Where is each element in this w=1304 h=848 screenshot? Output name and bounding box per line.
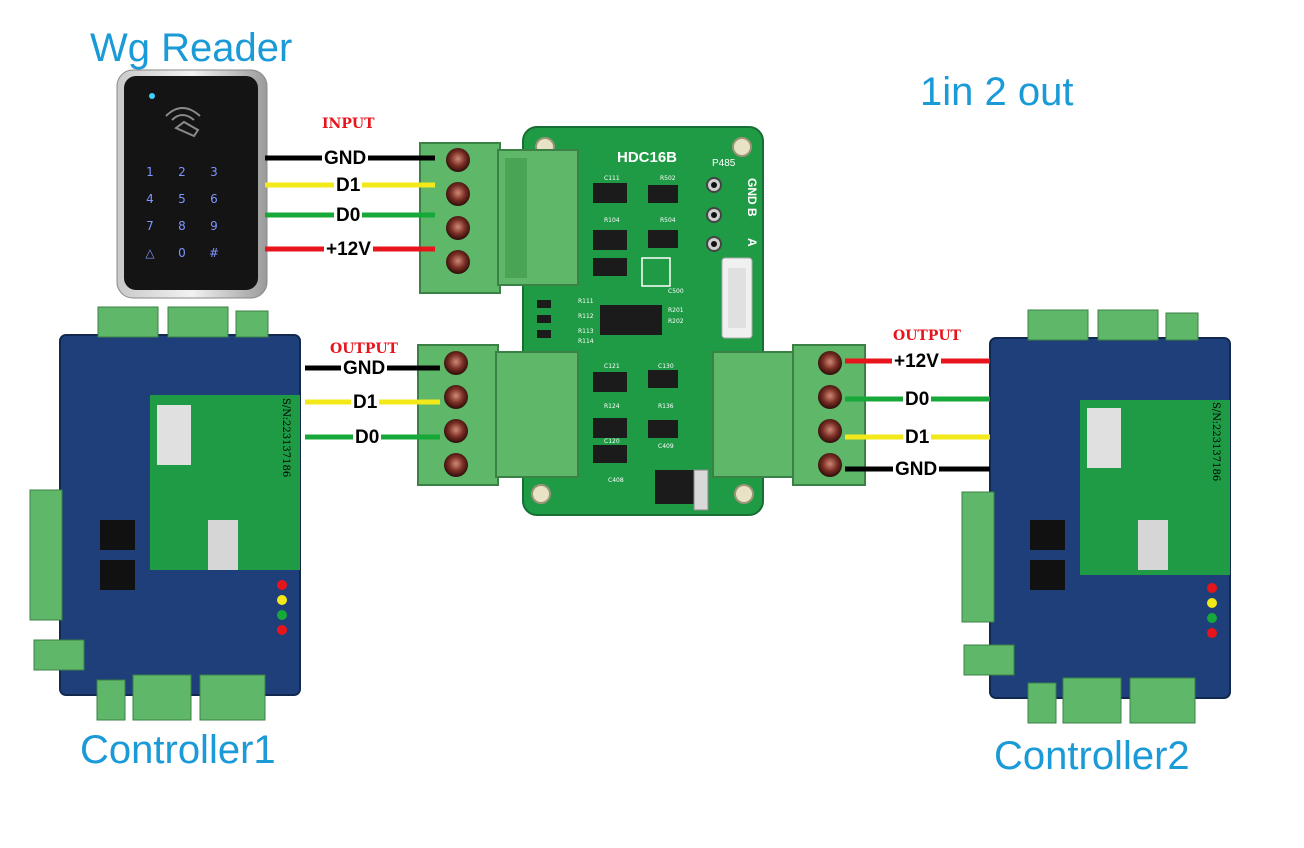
rs485-pin-label: B: [745, 208, 759, 217]
keypad-key: 7: [146, 219, 154, 233]
keypad-key: 5: [178, 192, 186, 206]
svg-text:C500: C500: [668, 288, 684, 295]
rs485-pin-label: A: [745, 238, 759, 247]
controller2-serial: S/N:223137186: [1210, 402, 1221, 481]
keypad: 1 2 3 4 5 6 7 8 9 △ 0 #: [145, 165, 219, 260]
svg-text:C120: C120: [604, 438, 620, 445]
controller1-board: S/N:223137186: [29, 306, 301, 721]
svg-text:R201: R201: [668, 307, 684, 314]
controller2-title: Controller2: [994, 734, 1190, 778]
svg-text:R111: R111: [578, 298, 594, 305]
svg-text:C409: C409: [658, 443, 674, 450]
input-terminal-block: [419, 142, 579, 294]
svg-text:C121: C121: [604, 363, 620, 370]
output1-wire-label: D0: [353, 427, 382, 448]
output1-wire-label: D1: [351, 392, 380, 413]
rfid-icon: [165, 107, 201, 138]
keypad-key: 9: [210, 219, 218, 233]
output1-wire-label: GND: [341, 358, 388, 379]
output-terminal-block-left: [417, 344, 579, 486]
output-terminal-block-right: [712, 344, 866, 486]
output1-label: OUTPUT: [330, 341, 398, 357]
keypad-key: 4: [146, 192, 154, 206]
keypad-key: 3: [210, 165, 218, 179]
svg-text:C130: C130: [658, 363, 674, 370]
keypad-key: 6: [210, 192, 218, 206]
output2-wire-label: +12V: [892, 351, 941, 372]
rs485-pin-label: GND: [745, 178, 759, 205]
output2-label: OUTPUT: [893, 328, 961, 344]
svg-text:R136: R136: [658, 403, 674, 410]
controller1-serial: S/N:223137186: [280, 398, 291, 477]
svg-text:R502: R502: [660, 175, 676, 182]
controller2-board: S/N:223137186: [961, 309, 1231, 724]
input-wire-label: D1: [334, 175, 363, 196]
rs485-port: [706, 177, 722, 252]
board-components: [537, 183, 695, 504]
input-wire-label: GND: [322, 148, 369, 169]
svg-text:R114: R114: [578, 338, 594, 345]
output2-wire-label: D0: [903, 389, 932, 410]
mode-title: 1in 2 out: [920, 70, 1074, 114]
svg-text:R104: R104: [604, 217, 620, 224]
svg-text:C408: C408: [608, 477, 624, 484]
wg-reader-device: 1 2 3 4 5 6 7 8 9 △ 0 #: [116, 69, 268, 299]
reader-title: Wg Reader: [90, 26, 293, 70]
port-label: P485: [712, 158, 736, 169]
controller1-title: Controller1: [80, 728, 276, 772]
board-model-label: HDC16B: [617, 149, 677, 166]
svg-text:R202: R202: [668, 318, 684, 325]
svg-text:R113: R113: [578, 328, 594, 335]
svg-text:R124: R124: [604, 403, 620, 410]
keypad-key: 0: [178, 246, 186, 260]
input-wire-label: D0: [334, 205, 363, 226]
svg-text:R504: R504: [660, 217, 676, 224]
input-label: INPUT: [322, 116, 375, 132]
input-wire-label: +12V: [324, 239, 373, 260]
keypad-key: △: [145, 246, 155, 260]
keypad-key: 8: [178, 219, 186, 233]
keypad-key: 1: [146, 165, 154, 179]
hdc16b-board: HDC16B P485 GND B A: [522, 126, 764, 516]
output2-wire-label: GND: [893, 459, 940, 480]
svg-text:R112: R112: [578, 313, 594, 320]
output2-wire-label: D1: [903, 427, 932, 448]
keypad-key: 2: [178, 165, 186, 179]
svg-text:C111: C111: [604, 175, 620, 182]
keypad-key: #: [209, 246, 219, 260]
